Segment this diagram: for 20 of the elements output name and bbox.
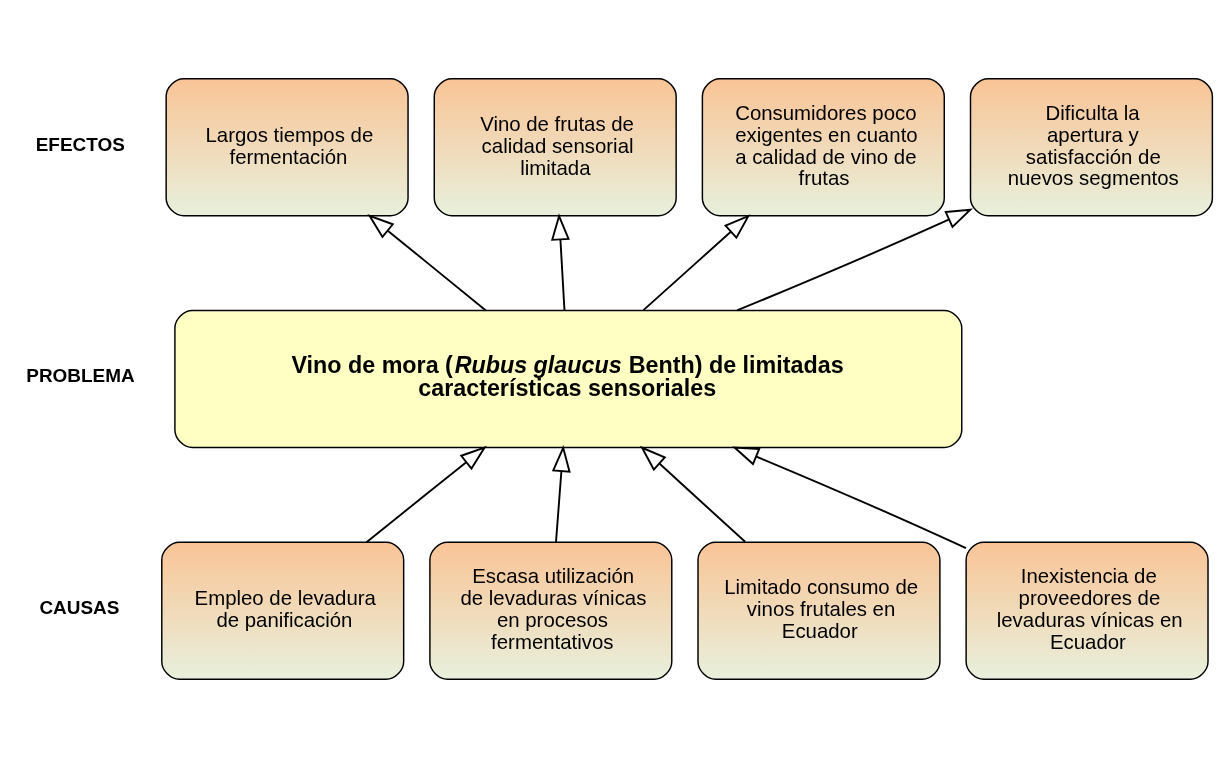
arrow <box>642 213 751 311</box>
node-box: Inexistencia de proveedores de levaduras vínicas en Ecuador <box>965 540 1209 680</box>
arrow <box>551 212 570 311</box>
arrow <box>551 444 571 543</box>
label: CAUSAS <box>39 596 120 618</box>
label: PROBLEMA <box>26 365 135 386</box>
arrow <box>639 445 747 543</box>
arrow <box>367 213 487 311</box>
node-box: Vino de frutas de calidad sensorial limitada <box>433 77 677 217</box>
node-box: Vino de mora (Rubus glaucus Benth) de limitadas características sensoriales <box>174 309 963 448</box>
node-box: Limitado consumo de vinos frutales en Ecuador <box>697 540 941 680</box>
node-box: Consumidores poco exigentes en cuanto a calidad de vino de frutas <box>701 77 945 217</box>
node-box: Largos tiempos de fermentación <box>165 77 409 217</box>
label: EFECTOS <box>35 133 125 155</box>
node-box: Empleo de levadura de panificación <box>161 540 405 680</box>
arrow <box>731 445 967 549</box>
arrow <box>365 445 487 543</box>
node-box: Dificulta la apertura y satisfacción de nuevos segmentos <box>969 77 1214 217</box>
arrow <box>736 208 973 311</box>
node-box: Escasa utilización de levaduras vínicas en procesos fermentativos <box>429 540 673 680</box>
